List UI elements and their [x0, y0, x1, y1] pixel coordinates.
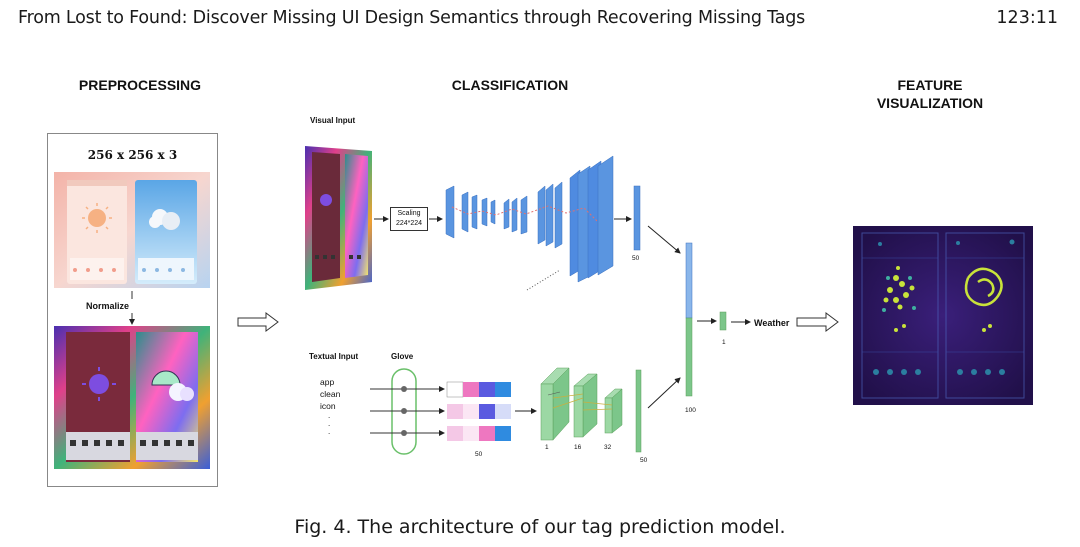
text-cnn-layers [540, 367, 642, 453]
visual-feature-vector [633, 185, 641, 251]
section-heading-classification: CLASSIFICATION [451, 77, 569, 93]
scaling-size-label: 224*224 [395, 220, 423, 227]
normalize-label: Normalize [86, 301, 130, 311]
text-cnn-layer [573, 373, 598, 438]
cnn-layer [597, 155, 614, 276]
embedding-size-label: 50 [475, 451, 483, 458]
glove-embedding-block [370, 368, 445, 455]
text-cnn-layer [540, 367, 570, 441]
cnn-label-32: 32 [604, 444, 612, 451]
textual-input-label: Textual Input [309, 352, 359, 361]
flow-arrow-to-classification [237, 312, 279, 332]
cnn-layer [503, 198, 510, 230]
cloud-icon [149, 209, 180, 230]
text-feature-vector [635, 369, 642, 453]
section-heading-feature-line2: VISUALIZATION [876, 95, 984, 111]
word-embedding-vectors [446, 381, 511, 441]
cnn-layer [471, 194, 478, 230]
cnn-layer [481, 197, 488, 227]
normalized-ui-screenshot [54, 326, 210, 469]
cnn-layer [445, 185, 455, 239]
scaling-box: Scaling 224*224 [390, 207, 428, 231]
cnn-layer [490, 199, 496, 225]
cnn-layer [554, 181, 563, 249]
cnn-label-1: 1 [545, 444, 549, 451]
concat-size-label: 100 [685, 407, 696, 414]
text-vector-size-label: 50 [640, 457, 648, 464]
glove-label: Glove [391, 352, 414, 361]
sun-icon [82, 203, 112, 233]
page-number: 123:11 [996, 8, 1058, 28]
cnn-label-16: 16 [574, 444, 582, 451]
visual-cnn-layers [445, 155, 641, 291]
cnn-layer [545, 183, 554, 247]
raw-ui-screenshot [54, 172, 210, 288]
flow-arrow-to-visualization [796, 312, 839, 332]
output-neuron [719, 311, 727, 331]
visual-input-image [305, 146, 372, 290]
section-heading-preprocessing: PREPROCESSING [78, 77, 202, 93]
concatenated-vector [685, 242, 693, 397]
word-list-ellipsis: . . . [328, 411, 331, 436]
running-header-title: From Lost to Found: Discover Missing UI … [18, 8, 806, 28]
visual-input-label: Visual Input [310, 116, 356, 125]
scaling-label: Scaling [397, 210, 421, 217]
section-heading-feature-visualization: FEATURE VISUALIZATION [860, 76, 1000, 112]
output-size-label: 1 [722, 339, 726, 346]
visual-vector-size-label: 50 [632, 255, 640, 262]
word-icon: icon [320, 401, 336, 411]
cnn-layer [461, 191, 469, 233]
output-tag-label: Weather [754, 318, 790, 328]
input-resolution-label: 256 x 256 x 3 [87, 148, 178, 162]
figure-caption: Fig. 4. The architecture of our tag pred… [294, 516, 786, 538]
cnn-layer [511, 197, 518, 233]
text-cnn-layer [604, 388, 623, 434]
cnn-layer [537, 185, 546, 245]
feature-visualization-heatmap [853, 226, 1033, 405]
section-heading-feature-line1: FEATURE [897, 77, 963, 93]
cnn-layer [520, 195, 528, 235]
word-clean: clean [320, 389, 341, 399]
word-app: app [320, 377, 335, 387]
